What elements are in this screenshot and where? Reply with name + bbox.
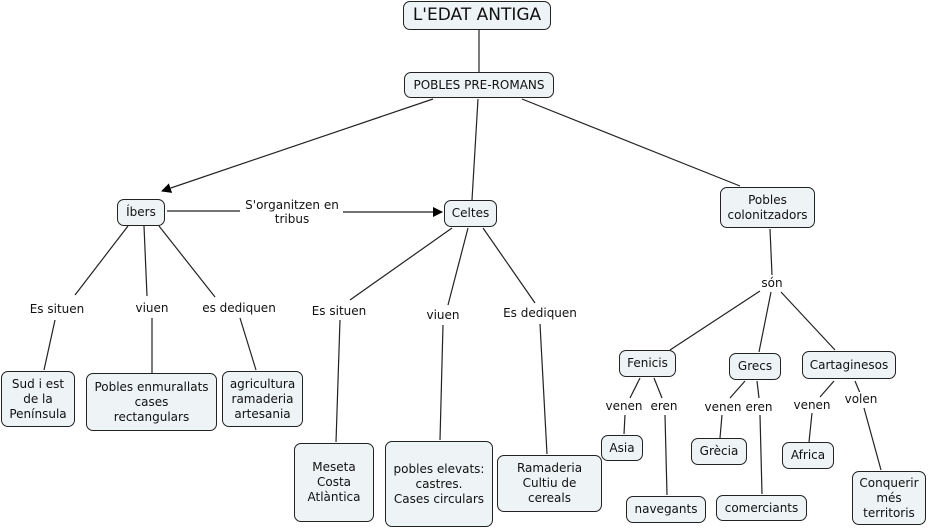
concept-pobles-colonitzadors[interactable]: Pobles colonitzadors [720, 187, 815, 228]
link-label-celtes-situen[interactable]: Es situen [309, 304, 369, 318]
concept-asia[interactable]: Asia [601, 435, 643, 461]
line-son-fenicis [669, 290, 761, 351]
concept-meseta[interactable]: Meseta Costa Atlàntica [294, 443, 374, 522]
concept-conquerir[interactable]: Conquerir més territoris [852, 471, 926, 525]
line-eren-comerciants [759, 414, 763, 495]
concept-comerciants[interactable]: comerciants [716, 495, 807, 521]
line-venen-grecia [719, 414, 723, 439]
link-label-fenicis-eren[interactable]: eren [648, 399, 680, 413]
link-label-tribus[interactable]: S'organitzen en tribus [243, 198, 341, 226]
link-label-son[interactable]: són [759, 276, 785, 290]
link-label-cartag-venen[interactable]: venen [791, 398, 833, 412]
concept-pobles-enmurallats[interactable]: Pobles enmurallats cases rectangulars [86, 373, 217, 431]
line-son-cartag [780, 291, 836, 351]
concept-fenicis[interactable]: Fenicis [619, 350, 676, 377]
line-ibers-dediquen [158, 225, 216, 298]
concept-navegants[interactable]: navegants [626, 496, 706, 523]
line-venen-africa [808, 412, 813, 443]
line-dediquen-agri [239, 317, 257, 371]
link-label-ibers-viuen[interactable]: viuen [133, 301, 171, 315]
link-label-grecs-venen[interactable]: venen [702, 400, 744, 414]
concept-pobles-elevats[interactable]: pobles elevats: castres. Cases circulars [385, 441, 493, 527]
line-situen-meseta [335, 319, 341, 443]
concept-ibers[interactable]: Íbers [117, 199, 165, 226]
line-celtes-viuen [447, 227, 469, 306]
link-label-fenicis-venen[interactable]: venen [603, 399, 645, 413]
concept-sud-i-est[interactable]: Sud i est de la Península [1, 371, 75, 427]
line-pobles-celtes [471, 98, 479, 201]
line-fenicis-venen [629, 377, 641, 399]
line-grecs-eren [756, 380, 760, 399]
line-cartag-venen [819, 380, 835, 398]
line-grecs-venen [729, 380, 746, 399]
line-venen-asia [623, 414, 626, 435]
concept-ramaderia[interactable]: Ramaderia Cultiu de cereals [497, 455, 602, 512]
line-celtes-situen [349, 227, 453, 301]
line-son-grecs [758, 291, 772, 353]
line-ibers-viuen [143, 225, 148, 297]
line-celtes-dediquen [482, 227, 536, 304]
link-label-cartag-volen[interactable]: volen [842, 392, 880, 406]
concept-africa[interactable]: Africa [782, 442, 834, 469]
line-fenicis-eren [653, 377, 663, 399]
line-eren-navegants [664, 414, 668, 496]
concept-cartaginesos[interactable]: Cartaginesos [802, 351, 896, 379]
link-label-ibers-dediquen[interactable]: es dediquen [200, 301, 278, 315]
line-cartag-volen [854, 380, 861, 394]
line-colon-son [769, 228, 773, 276]
concept-celtes[interactable]: Celtes [444, 200, 497, 227]
concept-agricultura[interactable]: agricultura ramaderia artesania [222, 371, 303, 427]
line-viuen-pobles2 [439, 324, 444, 441]
concept-grecs[interactable]: Grecs [729, 353, 781, 380]
link-label-celtes-dediquen[interactable]: Es dediquen [501, 306, 579, 320]
concept-grecia[interactable]: Grècia [691, 438, 747, 465]
line-volen-conquerir [863, 407, 882, 471]
link-label-grecs-eren[interactable]: eren [743, 400, 775, 414]
line-situen-sud [43, 319, 56, 371]
line-pobles-ibers [161, 98, 434, 193]
link-label-ibers-situen[interactable]: Es situen [27, 302, 87, 316]
concept-pobles-pre-romans[interactable]: POBLES PRE-ROMANS [404, 72, 554, 98]
link-label-celtes-viuen[interactable]: viuen [424, 308, 462, 322]
line-pobles-colon [521, 98, 741, 187]
line-dediquen-rama [539, 323, 548, 455]
line-ibers-situen [74, 225, 129, 296]
concept-edat-antiga[interactable]: L'EDAT ANTIGA [403, 1, 551, 30]
